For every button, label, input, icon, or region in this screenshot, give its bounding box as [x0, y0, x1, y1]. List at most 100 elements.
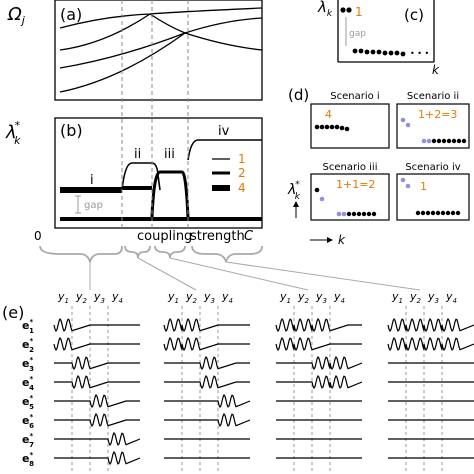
- row-label: e*6: [22, 413, 34, 430]
- panel-c-ylabel: λk: [317, 0, 333, 19]
- brace-iv: [191, 245, 263, 263]
- column-header: y4: [445, 290, 457, 305]
- column-header: y3: [315, 290, 327, 305]
- panel-d-label: (d): [288, 86, 309, 104]
- omega-curve-3: [149, 13, 263, 34]
- scenario-frame: [310, 173, 390, 221]
- lambda-curve-iii: [150, 170, 190, 219]
- scenario-annotation: 1+1=2: [336, 178, 375, 191]
- panel-d-ylabel: λ*k: [287, 180, 301, 202]
- scenario-annotation: 1: [420, 180, 427, 193]
- eigenvector-column: y1 y2 y3 y4: [275, 290, 363, 474]
- scenario-iii: Scenario iii 1+1=2: [310, 162, 390, 221]
- panel-b-ylabel: λ*k: [5, 119, 21, 147]
- eigenvector-trace: [54, 393, 140, 409]
- axis-title-word2: strength: [190, 229, 245, 244]
- connectors: [89, 257, 421, 291]
- scenario-annotation: 1+2=3: [418, 108, 457, 121]
- gap-label: gap: [84, 200, 103, 211]
- row-label: e*5: [22, 394, 34, 411]
- eigenvector-trace: [276, 355, 363, 371]
- row-label: e*2: [22, 337, 34, 354]
- eigen-dot: [346, 7, 352, 13]
- panel-c-ellipsis: • • •: [410, 49, 429, 58]
- column-header: y2: [297, 290, 310, 305]
- panel-a-curves: [59, 7, 263, 93]
- eigenvector-trace: [164, 412, 251, 428]
- brace-ii: [124, 245, 151, 259]
- lambda-curve-iv: [187, 139, 262, 161]
- panel-a: Ωj (a): [7, 0, 263, 101]
- row-label: e*8: [22, 451, 34, 468]
- scenario-title: Scenario i: [330, 91, 379, 102]
- panel-c-xlabel: k: [432, 63, 440, 77]
- eigen-dot: [388, 50, 394, 56]
- row-label: e*1: [22, 318, 34, 335]
- transition-dashed-lines: [121, 0, 189, 228]
- column-header: y3: [203, 290, 215, 305]
- axis-title-symbol: C: [244, 229, 254, 244]
- omega-curve-4: [184, 32, 263, 51]
- eigenvector-trace: [164, 393, 251, 409]
- panel-c-count: 1: [355, 5, 363, 19]
- brace-iii: [154, 245, 186, 259]
- scenario-title: Scenario ii: [407, 91, 459, 102]
- eigenvector-trace: [163, 317, 250, 333]
- column-header: y3: [93, 290, 105, 305]
- eigenvector-trace: [53, 336, 140, 352]
- scenario-frame: [310, 103, 390, 149]
- panel-c: λk (c) 1 • • • gap k: [317, 0, 440, 77]
- panel-a-label: (a): [60, 5, 82, 24]
- legend-label-2: 2: [238, 166, 246, 180]
- eigen-dot: [394, 50, 400, 56]
- region-label-i: i: [90, 173, 94, 188]
- axis-zero-label: 0: [34, 229, 42, 243]
- row-label: e*4: [22, 375, 34, 392]
- column-header: y1: [391, 290, 403, 305]
- column-header: y4: [221, 290, 233, 305]
- region-label-ii: ii: [134, 147, 141, 162]
- eigenvector-trace: [163, 336, 250, 352]
- legend-label-1: 1: [238, 152, 246, 166]
- eigen-dot: [358, 48, 364, 54]
- scenario-i: Scenario i 4: [310, 91, 390, 149]
- brace-i: [39, 245, 123, 263]
- eigenvector-trace: [54, 412, 140, 428]
- scenario-annotation: 4: [325, 108, 332, 121]
- eigen-dot: [382, 50, 388, 56]
- eigenvector-trace: [387, 317, 474, 333]
- panel-b-gap: gap: [75, 195, 103, 214]
- region-label-iv: iv: [218, 124, 230, 139]
- scenario-title: Scenario iii: [323, 162, 378, 173]
- region-braces: [39, 245, 263, 263]
- eigen-dot: [376, 49, 382, 55]
- panel-c-dots: [340, 7, 406, 57]
- column-header: y2: [409, 290, 422, 305]
- scenario-ii: Scenario ii 1+2=3: [396, 91, 470, 149]
- panel-e-label: (e): [2, 303, 24, 322]
- scenario-iv: Scenario iv 1: [396, 162, 470, 221]
- eigenvector-trace: [54, 450, 141, 466]
- omega-curve-6: [59, 32, 186, 93]
- eigenvector-trace: [164, 355, 250, 371]
- scenario-title: Scenario iv: [405, 162, 460, 173]
- omega-curve-5: [59, 32, 186, 69]
- panel-c-gap-label: gap: [349, 29, 366, 39]
- eigenvector-trace: [275, 317, 362, 333]
- eigenvector-trace: [276, 374, 363, 390]
- panel-c-label: (c): [404, 6, 424, 24]
- column-header: y1: [57, 290, 69, 305]
- column-header: y2: [185, 290, 198, 305]
- scenario-frame: [396, 173, 470, 221]
- panel-d-xlabel: k: [338, 233, 346, 247]
- eigenvector-trace: [54, 431, 141, 447]
- column-header: y1: [279, 290, 291, 305]
- legend-label-4: 4: [238, 181, 246, 195]
- eigenvector-trace: [275, 336, 362, 352]
- column-header: y4: [333, 290, 345, 305]
- eigen-dot: [340, 7, 346, 13]
